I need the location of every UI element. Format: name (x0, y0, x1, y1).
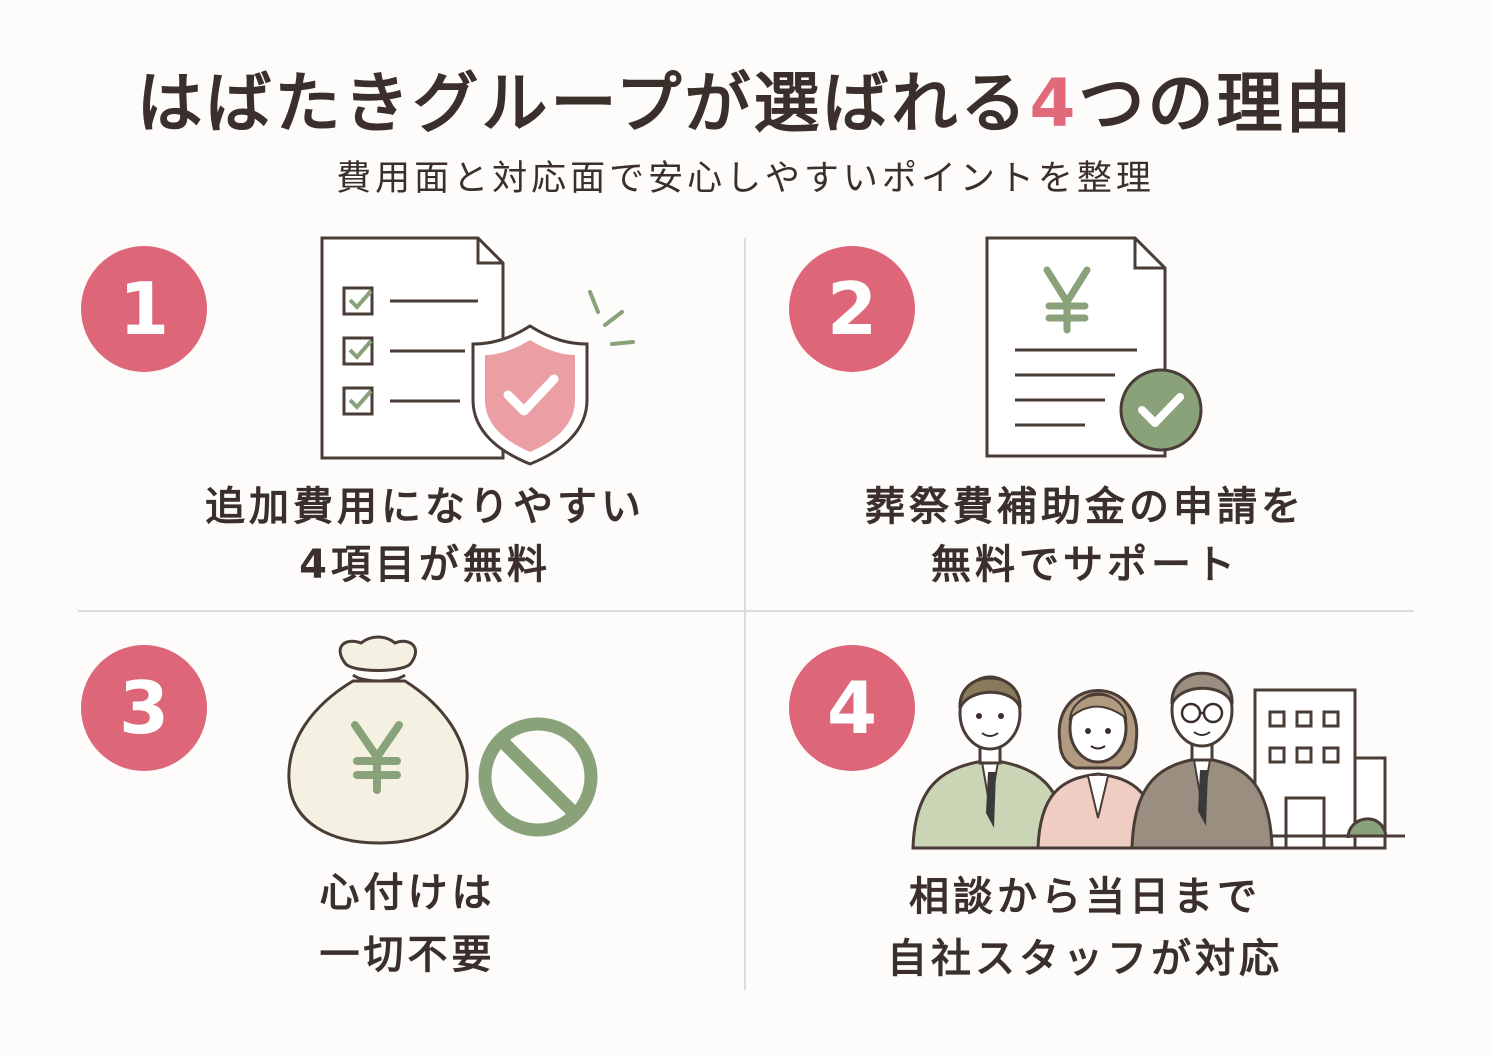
page-subtitle: 費用面と対応面で安心しやすいポイントを整理 (336, 159, 1155, 199)
horizontal-divider (78, 610, 1414, 612)
reason-3-badge: 3 (81, 645, 207, 771)
reason-2-caption: 葬祭費補助金の申請を 無料でサポート (865, 484, 1305, 588)
reason-4-badge: 4 (789, 645, 915, 771)
reason-4-caption: 相談から当日まで 自社スタッフが対応 (887, 874, 1283, 982)
checklist-shield-icon (320, 236, 635, 466)
title-accent-number: 4 (1029, 65, 1079, 142)
vertical-divider (744, 238, 746, 990)
staff-building-icon (911, 671, 1405, 850)
reason-1-caption: 追加費用になりやすい 4項目が無料 (205, 484, 645, 588)
yen-document-check-icon (985, 236, 1203, 458)
page-title: はばたきグループが選ばれる4つの理由 (136, 65, 1355, 142)
reason-1-badge: 1 (81, 246, 207, 372)
reason-2-badge: 2 (789, 246, 915, 372)
money-bag-prohibited-icon (287, 635, 598, 845)
reason-3-caption: 心付けは 一切不要 (319, 870, 496, 978)
